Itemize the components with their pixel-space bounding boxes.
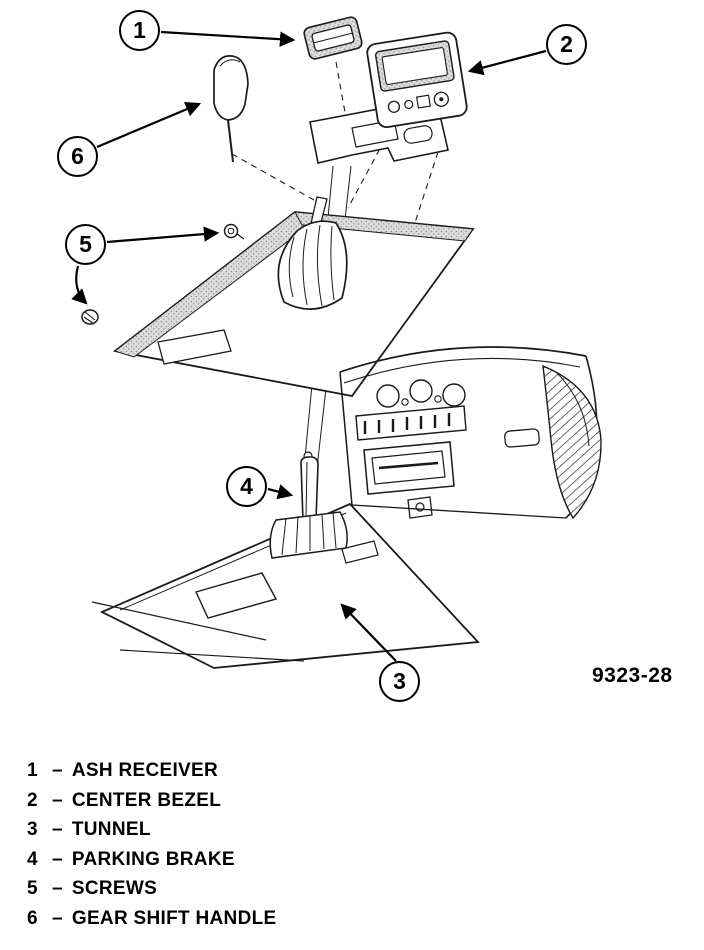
legend-item-number: 3 [27,819,38,840]
legend-item-separator: – [52,907,63,929]
legend-item-separator: – [52,848,63,870]
exploded-view-drawing [71,16,602,669]
ash-receiver-drawing [303,16,363,60]
callout-circle-3: 3 [379,661,420,702]
legend-item-number: 1 [27,760,38,781]
legend-item-label: SCREWS [71,878,158,899]
legend-item: 5 – SCREWS [27,878,276,908]
legend-item-number: 4 [27,848,38,870]
dashboard-drawing [339,346,598,519]
screws-drawing [81,223,245,325]
legend-item-number: 5 [27,878,38,899]
parking-brake-drawing [269,451,348,559]
shifter-axis-dashed-line [231,153,315,201]
gear-shift-boot-drawing [277,196,348,310]
legend-item-label: PARKING BRAKE [71,848,235,870]
legend-item-number: 6 [27,907,38,929]
legend-item-label: GEAR SHIFT HANDLE [71,907,277,929]
legend-item-separator: – [52,760,63,781]
cowl-side-hatched-drawing [542,364,602,520]
callout-leader-arrows [71,30,547,662]
legend-item-label: TUNNEL [71,819,151,840]
legend-item: 6 – GEAR SHIFT HANDLE [27,908,276,938]
legend-item: 4 – PARKING BRAKE [27,849,276,879]
figure-number: 9323-28 [592,664,673,687]
callout-circle-6: 6 [57,136,98,177]
callout-circle-4: 4 [226,466,267,507]
legend-item-separator: – [52,878,63,899]
legend-item-separator: – [52,819,63,840]
legend-item: 2 – CENTER BEZEL [27,790,276,820]
callout-circle-2: 2 [546,24,587,65]
legend-item-number: 2 [27,789,38,811]
tunnel-drawing [91,502,480,669]
center-bezel-drawing [366,31,468,128]
legend-item-separator: – [52,789,63,811]
legend: 1 – ASH RECEIVER 2 – CENTER BEZEL 3 – TU… [27,760,276,937]
legend-item: 1 – ASH RECEIVER [27,760,276,790]
callout-circle-1: 1 [119,10,160,51]
callout-circle-5: 5 [65,224,106,265]
legend-item: 3 – TUNNEL [27,819,276,849]
gear-shift-handle-drawing [213,55,249,163]
legend-item-label: ASH RECEIVER [71,760,219,781]
legend-item-label: CENTER BEZEL [71,789,222,811]
